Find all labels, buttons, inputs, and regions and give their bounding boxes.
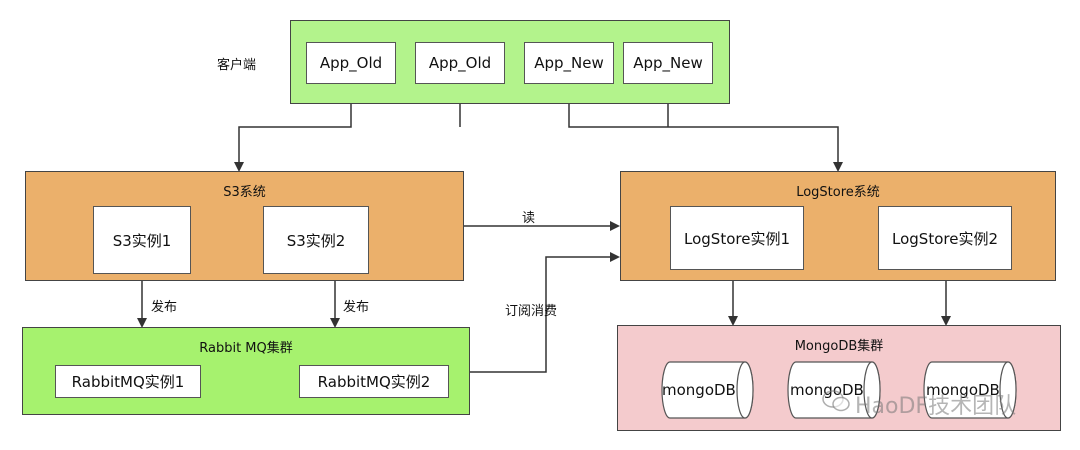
client-label: 客户端 xyxy=(217,58,257,73)
edge-rabbit-subscribe-logstore xyxy=(470,252,620,373)
mongodb-node-label-1: mongoDB xyxy=(662,381,736,399)
app-old-1: App_Old xyxy=(306,42,396,84)
mongodb-node-label-2: mongoDB xyxy=(790,381,864,399)
watermark: HaoDF技术团队 xyxy=(855,394,1017,419)
mongodb-cluster-title: MongoDB集群 xyxy=(794,339,884,354)
mongodb-node-2 xyxy=(787,361,881,419)
app-new-2: App_New xyxy=(623,42,713,84)
wechat-icon xyxy=(822,390,850,412)
mongodb-node-label-3: mongoDB xyxy=(926,381,1000,399)
rabbitmq-instance-1: RabbitMQ实例1 xyxy=(55,365,201,398)
s3-system: S3系统 xyxy=(25,171,464,281)
rabbitmq-cluster-title: Rabbit MQ集群 xyxy=(199,341,293,356)
mongodb-node-3 xyxy=(923,361,1017,419)
logstore-instance-1: LogStore实例1 xyxy=(670,206,804,270)
rabbitmq-instance-2: RabbitMQ实例2 xyxy=(299,365,449,398)
app-old-2: App_Old xyxy=(415,42,505,84)
edge-label-publish-2: 发布 xyxy=(343,300,370,315)
edge-appnew-to-logstore xyxy=(568,84,843,172)
mongodb-nodes xyxy=(661,361,1017,419)
edge-label-publish-1: 发布 xyxy=(151,300,178,315)
app-new-1: App_New xyxy=(524,42,614,84)
mongodb-node-1 xyxy=(661,361,754,419)
s3-system-title: S3系统 xyxy=(223,185,266,200)
edge-label-subscribe: 订阅消费 xyxy=(505,304,558,319)
s3-instance-2: S3实例2 xyxy=(263,206,369,274)
logstore-instance-2: LogStore实例2 xyxy=(878,206,1012,270)
edge-label-read: 读 xyxy=(522,211,536,226)
logstore-system-title: LogStore系统 xyxy=(796,185,880,200)
s3-instance-1: S3实例1 xyxy=(93,206,191,274)
edge-appold-to-s3 xyxy=(234,84,352,172)
